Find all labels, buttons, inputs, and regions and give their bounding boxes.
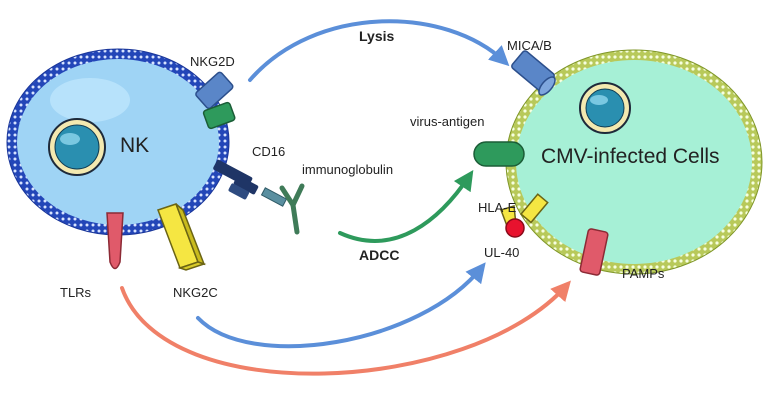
- cmv-cell: CMV-infected Cells: [505, 49, 763, 275]
- nk-nucleus: [48, 118, 106, 176]
- nkg2c-arrow: [196, 262, 486, 349]
- lysis-arrow: [248, 19, 510, 82]
- nk-cell: NK: [6, 48, 230, 236]
- nkg2c-receptor: [157, 203, 207, 271]
- cmv-label: CMV-infected Cells: [541, 145, 720, 168]
- virus-antigen-label: virus-antigen: [410, 114, 484, 129]
- ul40-label: UL-40: [484, 245, 519, 260]
- immunoglobulin-label: immunoglobulin: [302, 162, 393, 177]
- tlrs-arrow: [120, 280, 571, 376]
- immunoglobulin-icon: [260, 183, 305, 235]
- pamps-molecule: [579, 228, 609, 276]
- cd16-receptor: [213, 159, 259, 200]
- nkg2c-label: NKG2C: [173, 285, 218, 300]
- hla-e-molecule: [500, 193, 549, 238]
- pamps-label: PAMPs: [622, 266, 665, 281]
- lysis-label: Lysis: [359, 28, 394, 44]
- nk-label: NK: [120, 134, 149, 157]
- ul40-peptide: [505, 218, 525, 238]
- virus-antigen-shape: [473, 141, 525, 167]
- nkg2d-label: NKG2D: [190, 54, 235, 69]
- mica-label: MICA/B: [507, 38, 552, 53]
- adcc-label: ADCC: [359, 247, 399, 263]
- nkg2d-receptor: [195, 71, 236, 130]
- tlrs-receptor: [106, 212, 124, 270]
- cmv-nucleus: [579, 82, 631, 134]
- tlrs-label: TLRs: [60, 285, 92, 300]
- adcc-arrow: [338, 170, 474, 243]
- mica-ligand: [511, 50, 556, 96]
- cd16-label: CD16: [252, 144, 285, 159]
- hla-e-label: HLA-E: [478, 200, 517, 215]
